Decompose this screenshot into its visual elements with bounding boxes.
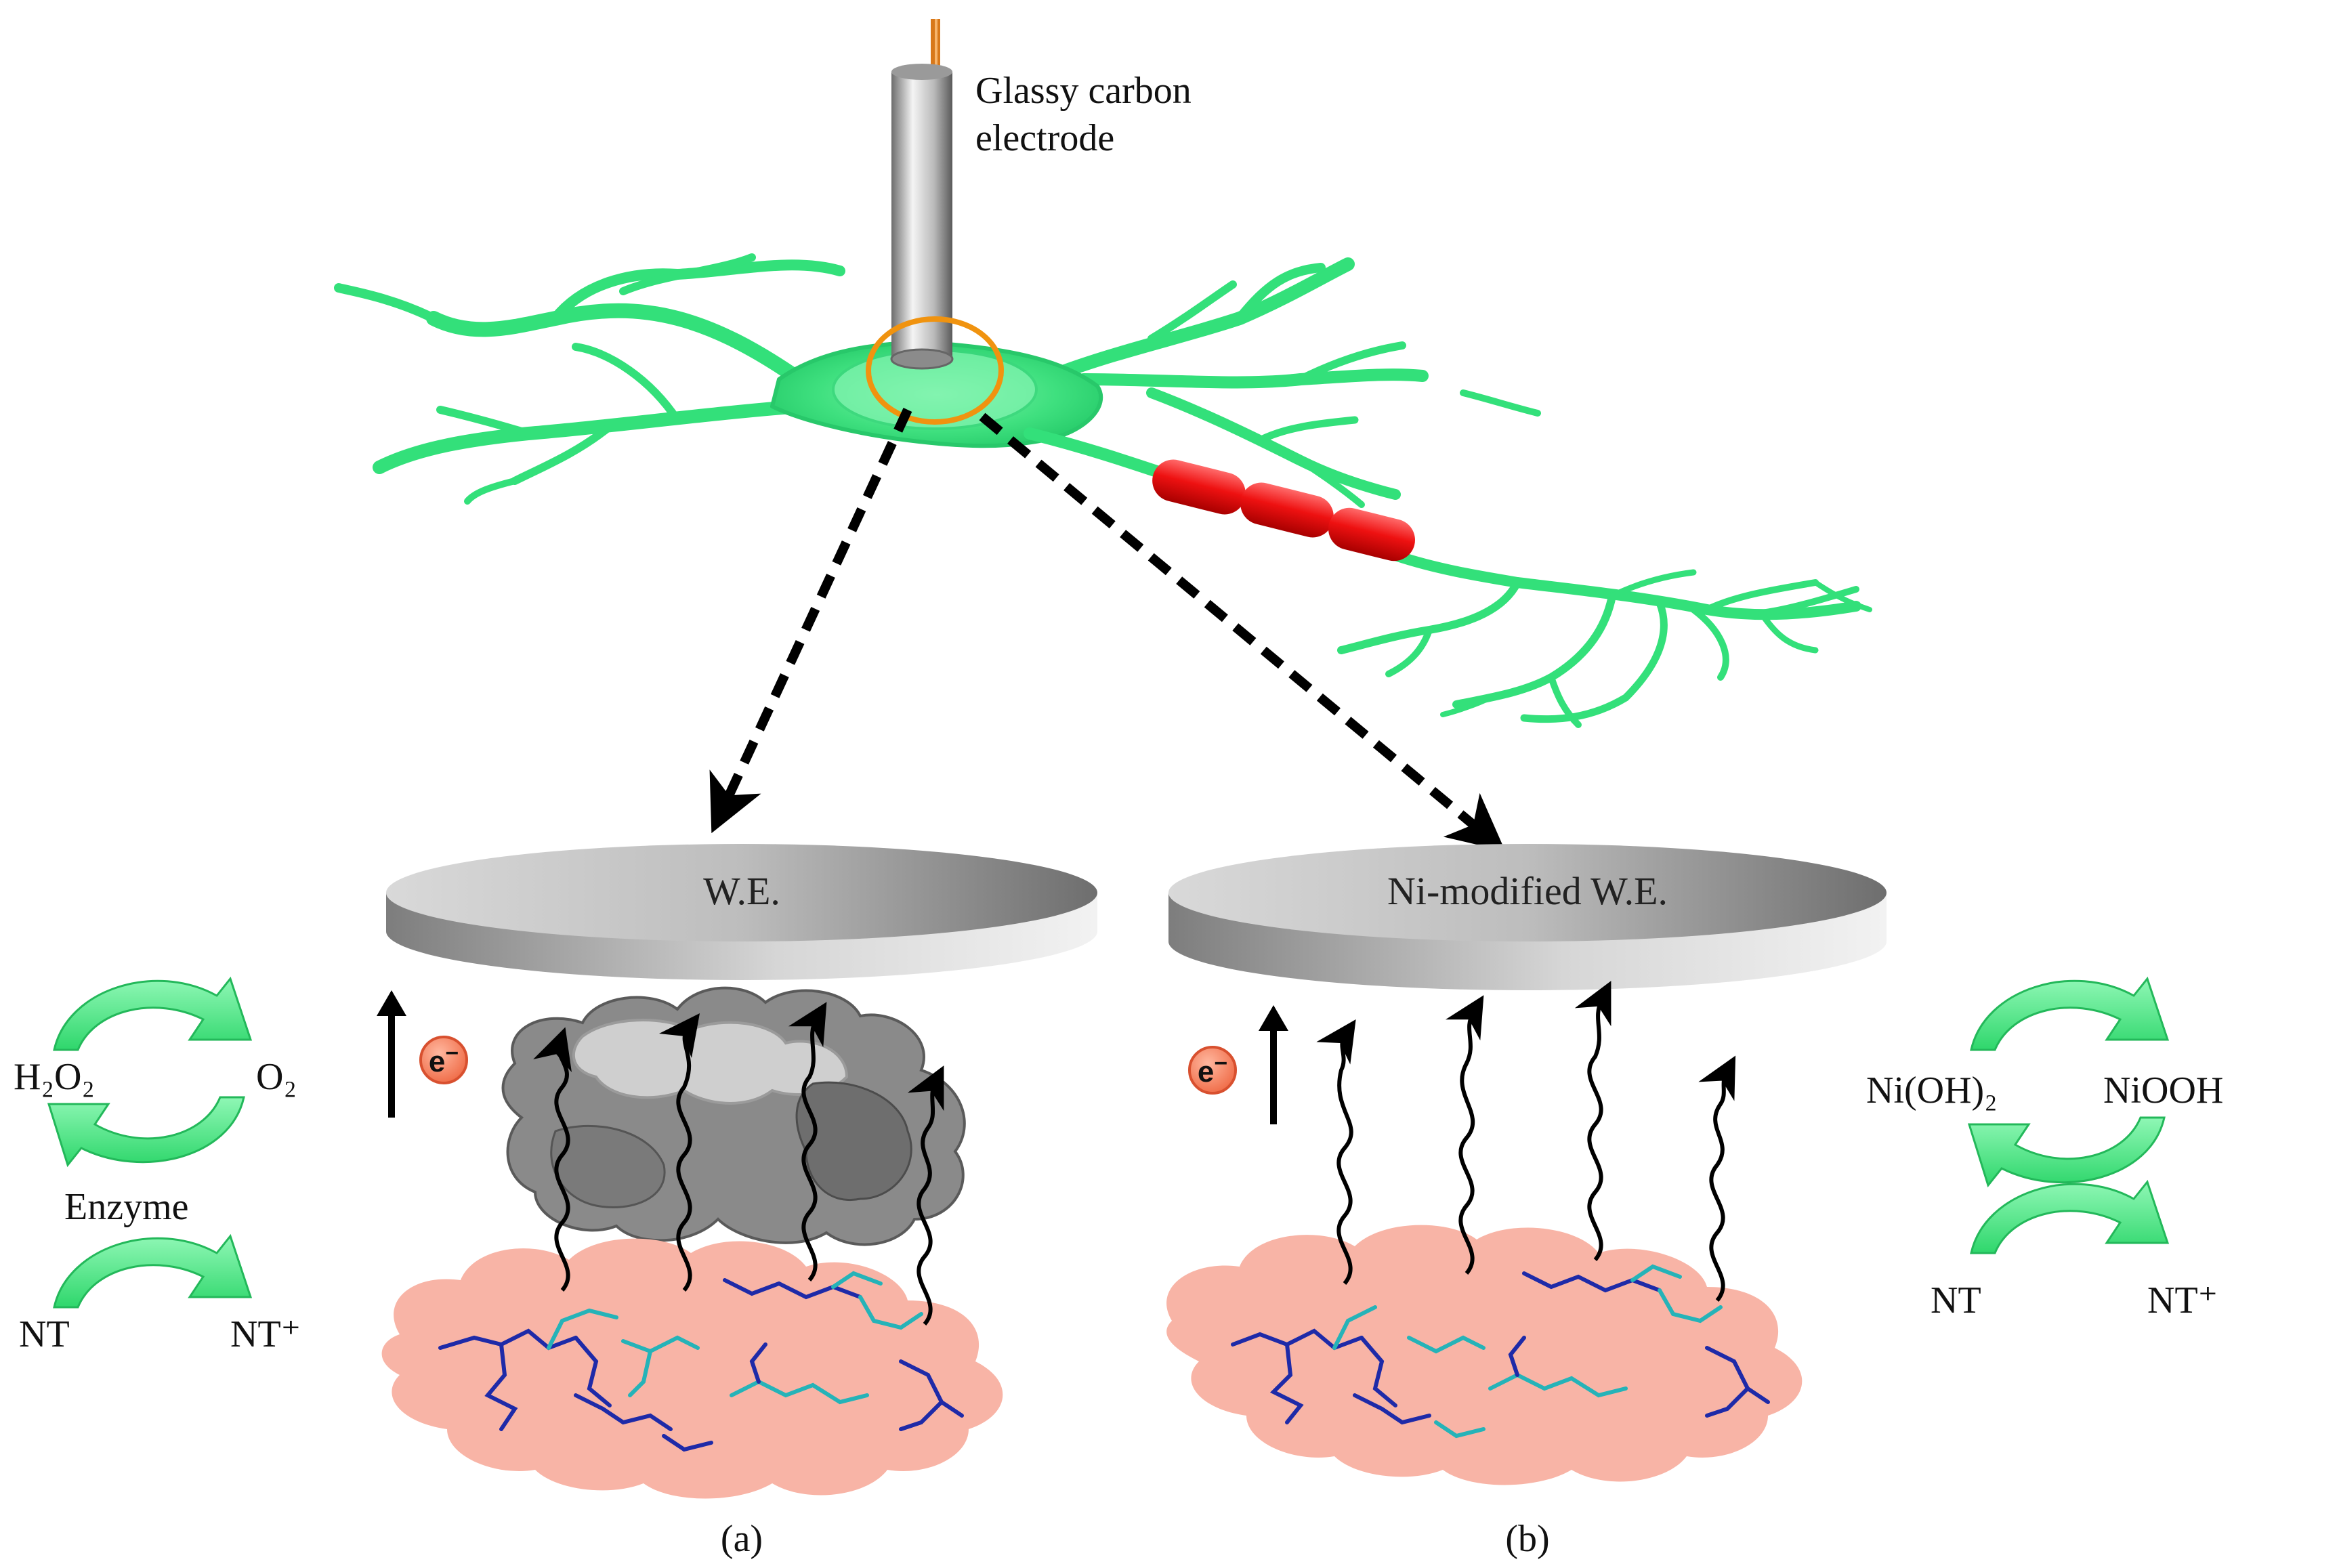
enzyme-label: Enzyme xyxy=(64,1186,188,1228)
zoom-arrow-a xyxy=(709,408,912,834)
panel-caption-b: (b) xyxy=(1505,1518,1549,1560)
electron-transfer-paths-b xyxy=(1316,981,1736,1302)
electron-indicator-b: e− xyxy=(1188,1005,1288,1124)
cycle-arrow-bottom xyxy=(53,1233,253,1309)
plate-label-b: Ni-modified W.E. xyxy=(1387,869,1668,913)
neurotransmitter-cloud-b xyxy=(1166,1225,1803,1485)
glassy-carbon-electrode xyxy=(890,19,954,370)
panel-caption-a: (a) xyxy=(721,1518,763,1560)
zoom-arrows xyxy=(709,408,1506,851)
electron-transfer-paths-a xyxy=(533,1002,944,1326)
h2o2-label: H₂O₂ xyxy=(14,1056,95,1098)
electron-symbol-b: e− xyxy=(1198,1051,1227,1088)
panel-b: Ni-modified W.E. xyxy=(1166,844,2223,1560)
electron-indicator-a: e− xyxy=(377,990,468,1118)
enzyme-cycle-arrows xyxy=(47,976,253,1309)
o2-label: O₂ xyxy=(256,1056,297,1098)
neurotransmitter-molecules-b xyxy=(1231,1264,1770,1439)
neuron-illustration xyxy=(334,253,1872,728)
enzyme-protein xyxy=(501,986,966,1246)
nt-plus-label-b: NT⁺ xyxy=(2147,1279,2218,1321)
cycle-arrow-middle xyxy=(47,1096,245,1168)
neurotransmitter-molecules-a xyxy=(438,1271,964,1452)
neurotransmitter-cloud-a xyxy=(381,1238,1003,1499)
ni-cycle-arrow-middle xyxy=(1967,1116,2166,1188)
ni-oh2-label: Ni(OH)₂ xyxy=(1866,1069,1998,1111)
working-electrode-plate-a: W.E. xyxy=(386,844,1097,980)
myelin-sheath xyxy=(1152,459,1415,561)
cycle-arrow-top xyxy=(53,976,253,1051)
ni-cycle-arrow-bottom xyxy=(1970,1179,2170,1254)
nt-label-a: NT xyxy=(19,1313,70,1355)
nickel-cycle-arrows xyxy=(1967,976,2170,1254)
niooh-label: NiOOH xyxy=(2103,1069,2223,1111)
nt-label-b: NT xyxy=(1931,1279,1981,1321)
plate-label-a: W.E. xyxy=(703,869,780,913)
electron-symbol-a: e− xyxy=(429,1040,459,1078)
panel-a: W.E. xyxy=(14,844,1097,1560)
nt-plus-label-a: NT⁺ xyxy=(230,1313,301,1355)
recording-site-highlight xyxy=(866,316,1004,425)
ni-cycle-arrow-top xyxy=(1970,976,2170,1051)
working-electrode-plate-b: Ni-modified W.E. xyxy=(1168,844,1887,990)
